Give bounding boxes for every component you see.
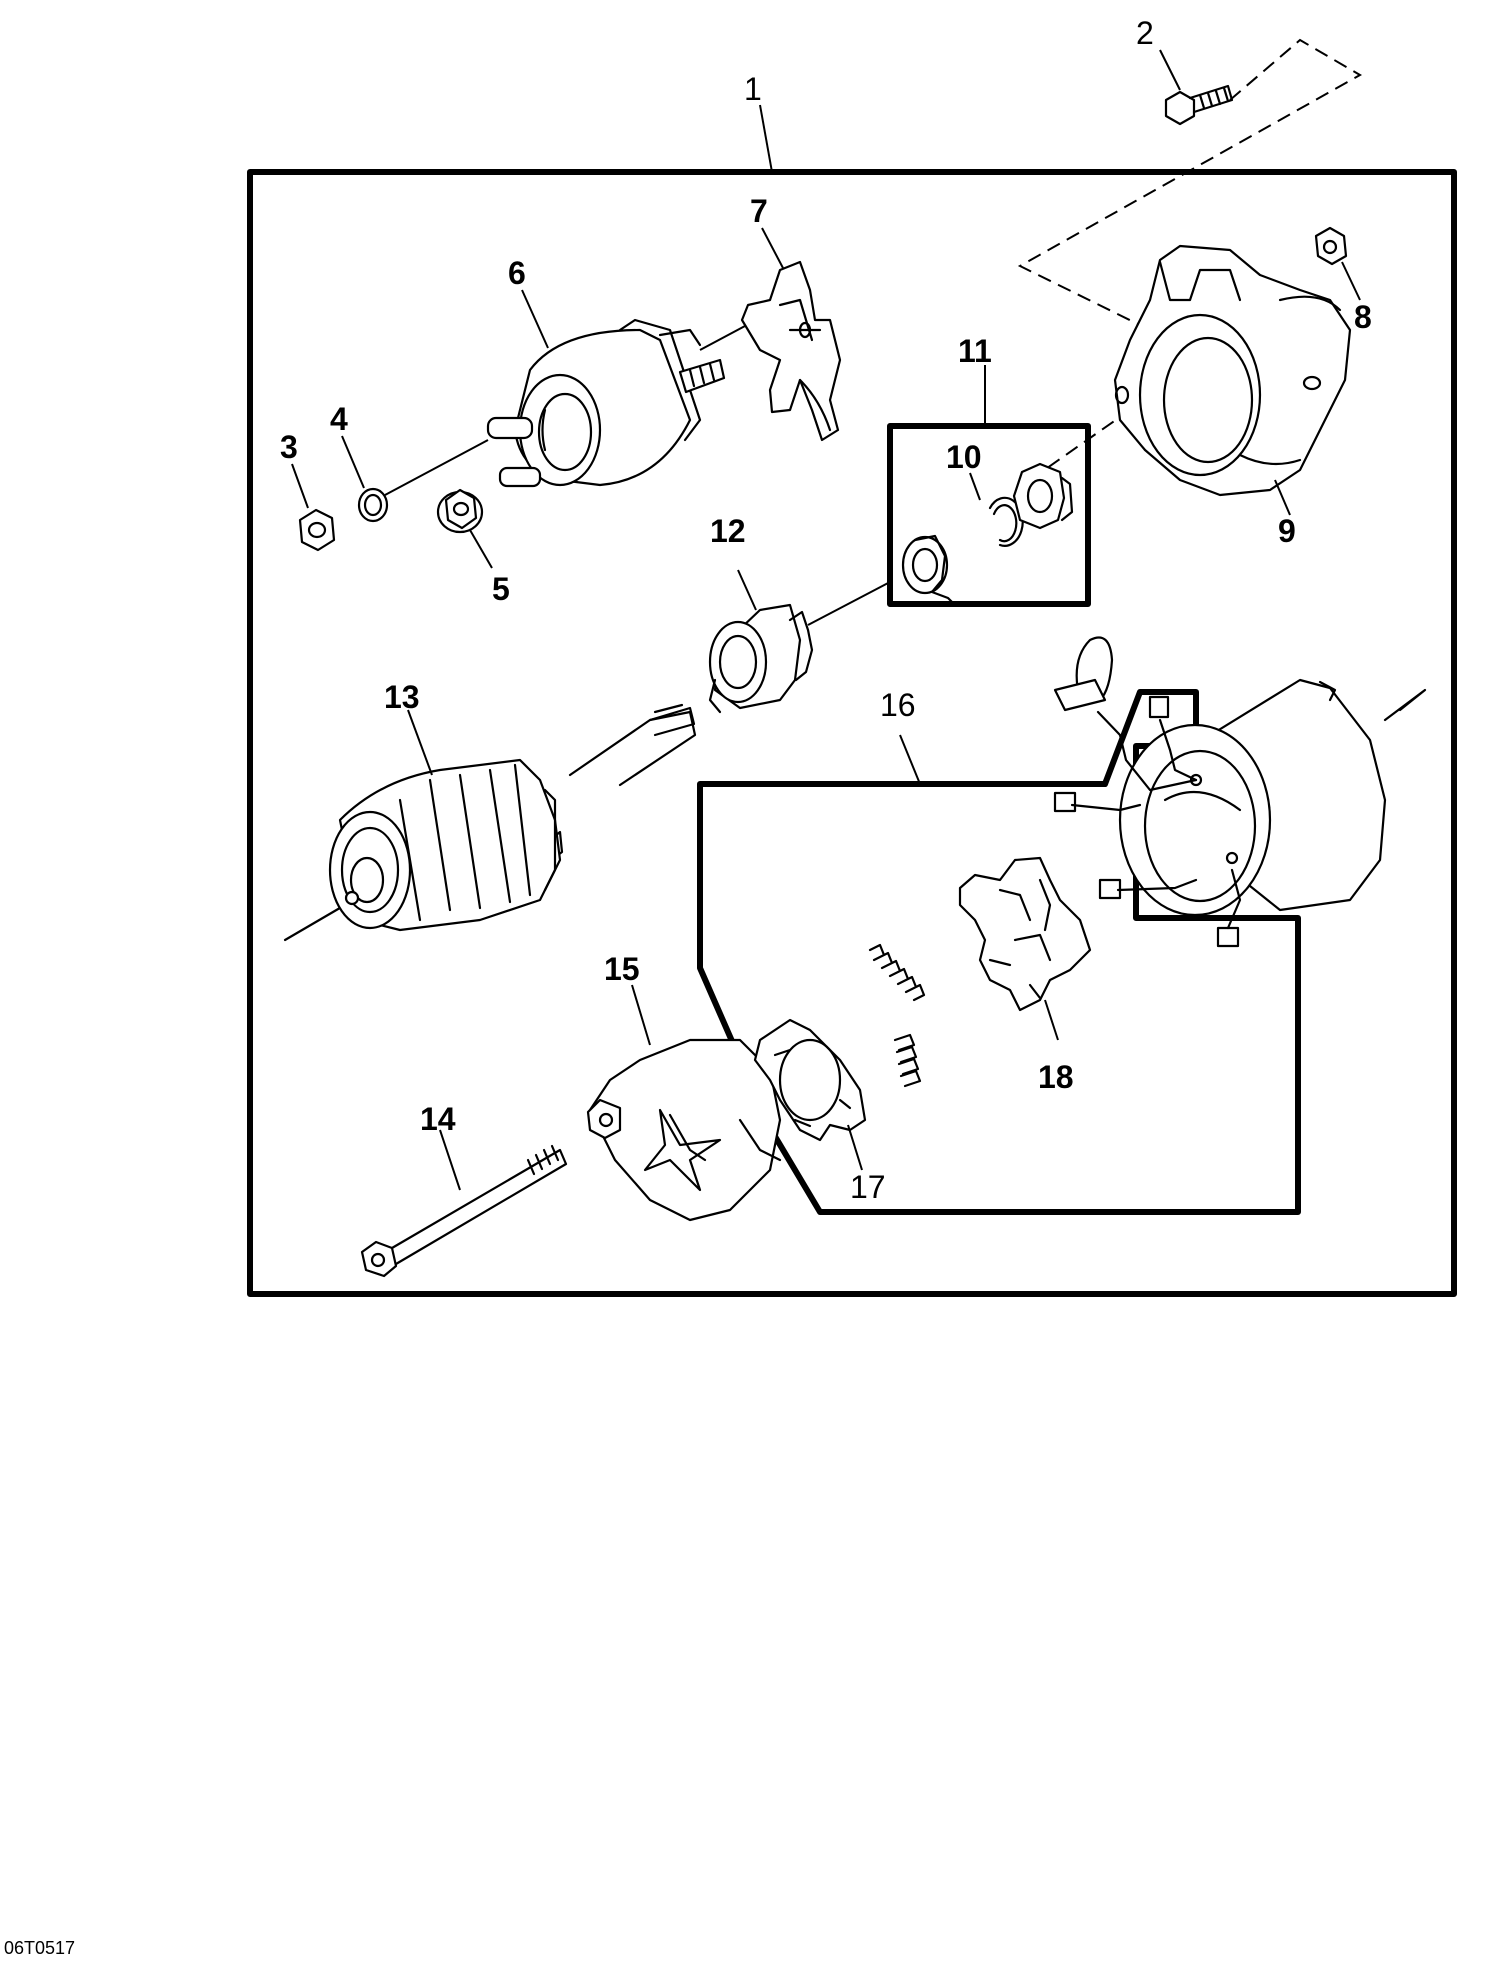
brush-holder-18-icon (958, 856, 1092, 1041)
callout-5: 5 (492, 571, 510, 607)
nut-8-icon (1314, 226, 1361, 301)
callout-18: 18 (1038, 1059, 1074, 1095)
callout-4: 4 (330, 401, 348, 437)
callout-6: 6 (508, 255, 526, 291)
washer-4-icon (341, 435, 489, 523)
figure-reference: 06T0517 (4, 1938, 76, 1958)
pinion-clutch-12-icon (708, 534, 957, 714)
callout-1: 1 (744, 71, 762, 107)
solenoid-6-icon (486, 289, 761, 488)
stop-collar-11-icon (1012, 462, 1074, 530)
callout-14: 14 (420, 1101, 456, 1137)
end-cover-15-icon (586, 984, 782, 1222)
shift-fork-7-icon (740, 227, 842, 442)
callout-11: 11 (958, 333, 992, 369)
callout-3: 3 (280, 429, 298, 465)
callout-7: 7 (750, 193, 768, 229)
callout-12: 12 (710, 513, 746, 549)
callout-9: 9 (1278, 513, 1296, 549)
snap-ring-10-icon (969, 472, 1024, 547)
callout-8: 8 (1354, 299, 1372, 335)
callout-17: 17 (850, 1169, 886, 1205)
bolt-2-icon (1159, 49, 1234, 126)
field-frame-16-icon (1053, 636, 1427, 948)
callout-10: 10 (946, 439, 982, 475)
callout-2: 2 (1136, 15, 1154, 51)
callout-16: 16 (880, 687, 916, 723)
assembly-frame (247, 169, 1457, 1297)
callout-13: 13 (384, 679, 420, 715)
callout-15: 15 (604, 951, 640, 987)
through-bolt-14-icon (360, 1129, 568, 1278)
flange-nut-5-icon (436, 488, 493, 569)
armature-13-icon (283, 703, 697, 942)
drive-housing-9-icon (1113, 244, 1352, 516)
brush-plate-17-icon (753, 943, 926, 1171)
subassembly-frame-11 (887, 423, 1091, 607)
nut-3-icon (291, 463, 336, 552)
